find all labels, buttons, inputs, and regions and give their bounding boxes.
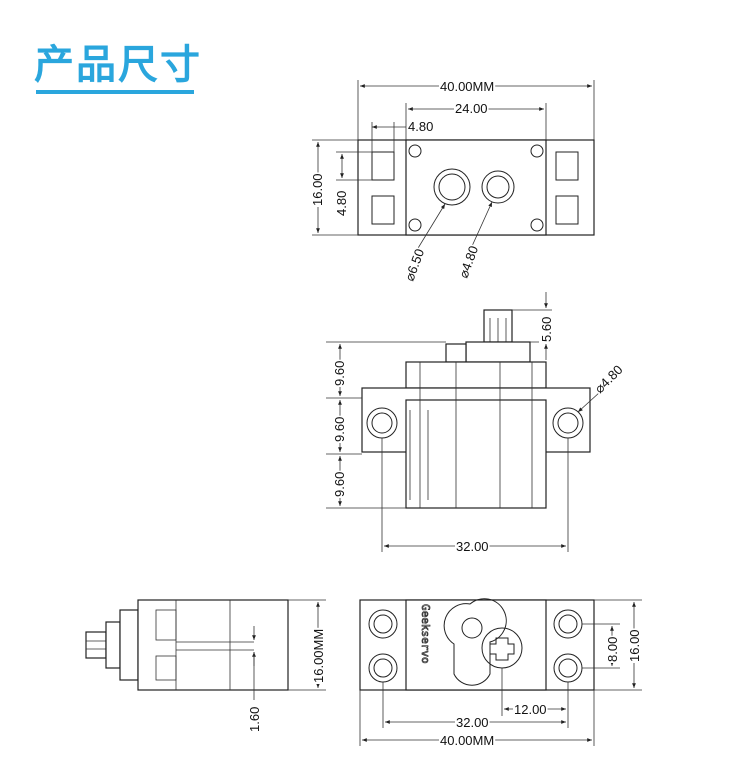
side-view-shaft-base: [465, 341, 531, 363]
label-backing: [332, 415, 347, 443]
label-backing: [513, 702, 548, 717]
top-height-label: 16.00: [310, 173, 325, 206]
front-gear-housing: [443, 598, 507, 686]
label-backing: [605, 635, 620, 663]
front-shaft-offset-label: 12.00: [514, 702, 547, 717]
side-hole-spacing-label: 32.00: [456, 539, 489, 554]
end-view-body: [137, 599, 289, 691]
front-brand-text: Geekservo: [419, 604, 432, 664]
top-view-tab: [555, 151, 579, 181]
top-view-corner-hole: [530, 218, 544, 232]
top-hole-small-label: ⌀4.80: [456, 244, 481, 280]
front-hole-inner: [558, 614, 578, 634]
front-hole-spacing-label: 32.00: [456, 715, 489, 730]
label-backing: [311, 627, 326, 684]
label-backing: [334, 189, 349, 217]
top-tab-label: 4.80: [408, 119, 433, 134]
label-backing: [455, 539, 490, 554]
front-hole-inner: [558, 658, 578, 678]
top-view-tab: [371, 151, 395, 181]
front-hole-inner: [373, 614, 393, 634]
label-backing: [590, 361, 627, 397]
side-segment2-label: 9.60: [332, 417, 347, 442]
top-view-corner-hole: [530, 144, 544, 158]
top-view-tab: [371, 195, 395, 225]
top-width-label: 40.00MM: [440, 79, 494, 94]
top-view-hole-small: [481, 170, 515, 204]
top-view-corner-hole: [408, 144, 422, 158]
side-view-top-block: [405, 361, 547, 389]
label-backing: [455, 242, 482, 281]
label-backing: [332, 359, 347, 387]
top-hole-large-label: ⌀6.50: [402, 247, 427, 283]
page-title: 产品尺寸: [34, 42, 202, 88]
front-shaft-cross: [489, 637, 515, 661]
front-total-width-label: 40.00MM: [440, 733, 494, 748]
side-view-body: [405, 399, 547, 509]
top-view-body: [405, 139, 547, 236]
side-view-hole-left-inner: [371, 412, 393, 434]
side-segment1-label: 9.60: [332, 361, 347, 386]
front-hole: [368, 609, 398, 639]
label-backing: [332, 470, 347, 498]
front-gear-hole: [461, 617, 483, 639]
side-view: 5.60 9.60 9.60 9.60 ⌀4.80 32.00: [326, 292, 627, 554]
label-backing: [454, 101, 489, 116]
front-height-label: 16.00: [627, 629, 642, 662]
label-backing: [439, 79, 496, 94]
label-backing: [407, 119, 435, 134]
side-view-hole-right-inner: [557, 412, 579, 434]
label-backing: [455, 715, 490, 730]
side-view-notch: [445, 343, 467, 363]
end-view-cap: [119, 609, 139, 681]
top-view-hole-large: [433, 168, 471, 206]
front-view: Geekservo 8.00 16.00 12.00 32.00 40.00MM: [359, 598, 642, 748]
label-backing: [439, 733, 496, 748]
top-view-hole-large-inner: [438, 173, 466, 201]
end-height-label: 16.00MM: [311, 629, 326, 683]
front-view-body: [405, 599, 547, 691]
top-view-corner-hole: [408, 218, 422, 232]
top-tab-height-label: 4.80: [334, 191, 349, 216]
top-inner-width-label: 24.00: [455, 101, 488, 116]
end-view-shaft: [85, 631, 107, 659]
label-backing: [539, 315, 554, 343]
front-hole-vertical-label: 8.00: [605, 637, 620, 662]
label-backing: [310, 172, 325, 207]
top-view-tab: [555, 195, 579, 225]
label-backing: [401, 245, 428, 284]
top-view: 40.00MM 24.00 4.80 16.00 4.80 ⌀6.50 ⌀4.8…: [310, 79, 595, 284]
end-offset-label: 1.60: [247, 707, 262, 732]
end-view-collar: [105, 621, 121, 669]
side-shaft-height-label: 5.60: [539, 317, 554, 342]
top-view-hole-small-inner: [486, 175, 510, 199]
front-hole-inner: [373, 658, 393, 678]
end-view: 16.00MM 1.60: [85, 599, 326, 733]
label-backing: [247, 705, 262, 733]
side-segment3-label: 9.60: [332, 472, 347, 497]
label-backing: [627, 628, 642, 663]
title-underline: [36, 90, 194, 94]
